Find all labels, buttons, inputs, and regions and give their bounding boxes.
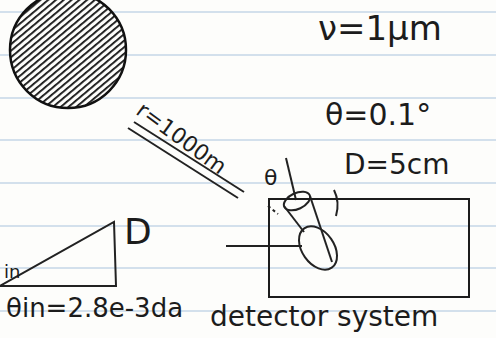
side-label: D — [124, 212, 152, 252]
wavelength-label: ν=1μm — [318, 10, 442, 47]
diameter-label: D=5cm — [344, 150, 450, 181]
angle-symbol: θ — [264, 166, 277, 190]
detector-telescope — [226, 158, 345, 277]
input-angle-label: θin=2.8e-3da — [6, 294, 183, 323]
distance-label: r=1000m — [132, 98, 231, 179]
source-object — [10, 0, 126, 108]
angle-triangle — [0, 222, 116, 286]
detector-box: detector system — [268, 198, 470, 298]
angle-label: θ=0.1° — [325, 98, 431, 131]
box-heading: detector system — [210, 302, 438, 333]
corner-label: in — [4, 262, 20, 282]
